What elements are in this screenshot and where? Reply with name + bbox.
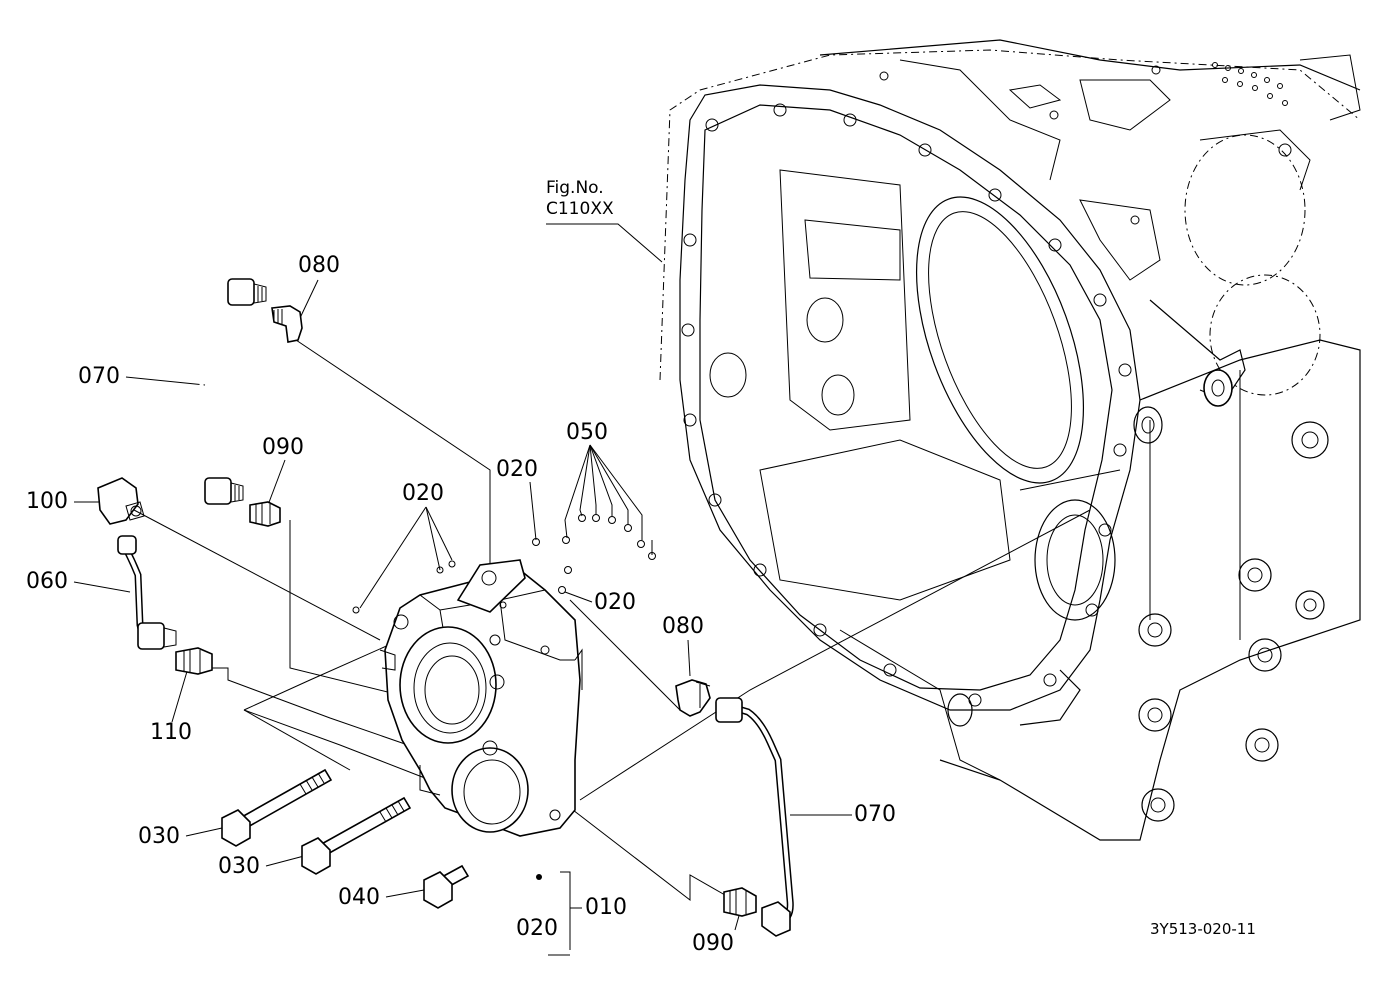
bolt-040: [423, 864, 470, 909]
nipple-090-right: [723, 887, 757, 917]
bolt-030-lower: [301, 796, 412, 875]
callout-030-b: 030: [218, 854, 260, 879]
bracket-010: [352, 514, 656, 880]
callout-020-d: 020: [516, 916, 558, 941]
callout-090-left: 090: [262, 435, 304, 460]
leader-lines: [73, 223, 1091, 956]
callout-110: 110: [150, 720, 192, 745]
elbow-fitting-080-right: [675, 679, 711, 717]
callout-070-right: 070: [854, 802, 896, 827]
figure-reference: Fig.No. C110XX: [546, 178, 614, 221]
nipple-110: [175, 647, 213, 675]
pipe-060: [117, 535, 177, 650]
callout-070-left: 070: [78, 364, 120, 389]
callout-010: 010: [585, 895, 627, 920]
callout-100: 100: [26, 489, 68, 514]
bolt-030-upper: [221, 768, 333, 847]
callout-060: 060: [26, 569, 68, 594]
callout-080-right: 080: [662, 614, 704, 639]
callout-080-top: 080: [298, 253, 340, 278]
callout-050: 050: [566, 420, 608, 445]
pipe-070-right: [715, 697, 794, 937]
figure-reference-line1: Fig.No.: [546, 178, 604, 198]
elbow-100: [97, 477, 145, 525]
nipple-090-left: [249, 501, 281, 527]
callout-030-a: 030: [138, 824, 180, 849]
callout-040: 040: [338, 885, 380, 910]
figure-reference-line2: C110XX: [546, 199, 614, 220]
elbow-fitting-080-top: [271, 305, 303, 343]
drawing-code: 3Y513-020-11: [1150, 920, 1256, 938]
callout-090-right: 090: [692, 931, 734, 956]
callout-020-a: 020: [402, 481, 444, 506]
callout-020-b: 020: [496, 457, 538, 482]
callout-020-c: 020: [594, 590, 636, 615]
pipe-070-left: [197, 278, 267, 505]
transmission-case: [659, 39, 1361, 841]
